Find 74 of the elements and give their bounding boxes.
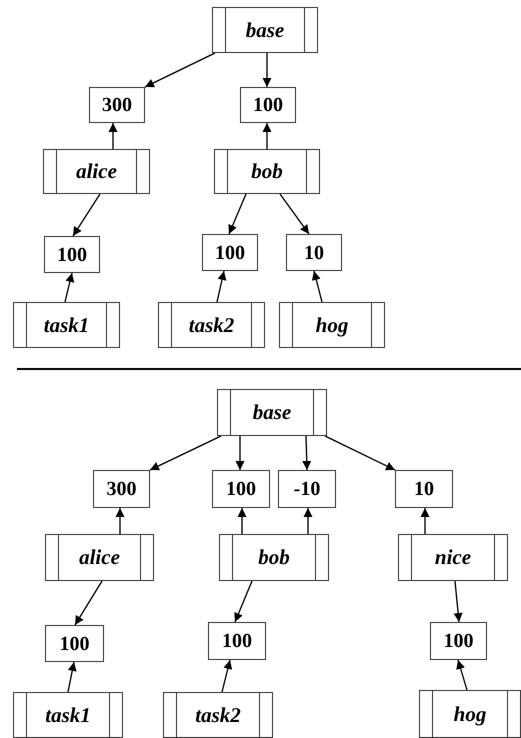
arrow <box>144 52 216 88</box>
process-box <box>219 534 329 581</box>
arrow <box>221 660 232 692</box>
process-box <box>13 692 123 738</box>
value-number: 100 <box>253 95 283 115</box>
arrow <box>64 272 74 302</box>
arrow <box>108 123 118 149</box>
process-name: task1 <box>45 704 91 726</box>
value-number: 100 <box>57 244 87 264</box>
process-name: task2 <box>188 314 234 336</box>
process-box <box>43 149 150 194</box>
process-name: task1 <box>44 314 90 336</box>
value-number: 300 <box>102 95 132 115</box>
process-name: hog <box>454 704 486 724</box>
value-box <box>44 236 100 273</box>
value-box <box>395 470 453 508</box>
arrow <box>236 436 244 470</box>
arrow <box>302 436 312 470</box>
arrow <box>116 508 124 534</box>
arrow <box>228 194 247 234</box>
value-number: 100 <box>226 479 256 499</box>
value-number: 10 <box>414 479 434 499</box>
process-box <box>212 7 318 53</box>
process-name: hog <box>316 314 348 336</box>
value-box <box>45 625 104 662</box>
process-box <box>13 302 120 348</box>
arrow <box>304 508 312 534</box>
value-box <box>208 622 266 660</box>
value-box <box>89 87 145 123</box>
process-name: bob <box>251 161 283 182</box>
value-number: 100 <box>215 242 245 262</box>
arrow <box>67 662 77 692</box>
value-number: 100 <box>444 631 474 651</box>
value-box <box>93 470 150 508</box>
process-box <box>419 690 521 738</box>
value-number: 10 <box>304 242 324 262</box>
arrow <box>72 194 101 236</box>
process-name: bob <box>258 547 290 568</box>
value-number: 300 <box>106 479 136 499</box>
arrow <box>234 580 253 622</box>
arrow <box>238 508 246 534</box>
value-box <box>202 234 258 271</box>
process-box <box>214 149 320 194</box>
value-box <box>430 622 487 660</box>
arrow <box>262 53 272 87</box>
process-name: base <box>246 20 284 40</box>
value-box <box>240 87 296 123</box>
arrow <box>216 270 226 302</box>
value-box <box>212 470 270 508</box>
arrow <box>312 270 323 302</box>
arrow <box>262 123 272 149</box>
process-box <box>163 692 273 738</box>
arrow <box>456 660 468 690</box>
arrow <box>74 580 103 626</box>
arrow <box>279 194 310 234</box>
process-box <box>158 302 265 348</box>
process-name: base <box>252 402 292 423</box>
process-box <box>398 534 508 581</box>
value-number: 100 <box>222 631 252 651</box>
arrow <box>150 435 222 471</box>
process-name: task2 <box>195 704 241 726</box>
value-box <box>286 234 342 271</box>
value-number: 100 <box>60 634 90 654</box>
process-name: alice <box>76 161 117 182</box>
value-box <box>278 470 336 508</box>
value-number: -10 <box>294 479 320 499</box>
arrow <box>454 580 463 622</box>
process-box <box>279 302 385 348</box>
arrow <box>324 435 396 471</box>
arrow <box>420 508 430 534</box>
process-name: nice <box>434 547 472 568</box>
process-box <box>45 534 154 581</box>
process-name: alice <box>79 547 120 568</box>
process-box <box>217 389 327 436</box>
